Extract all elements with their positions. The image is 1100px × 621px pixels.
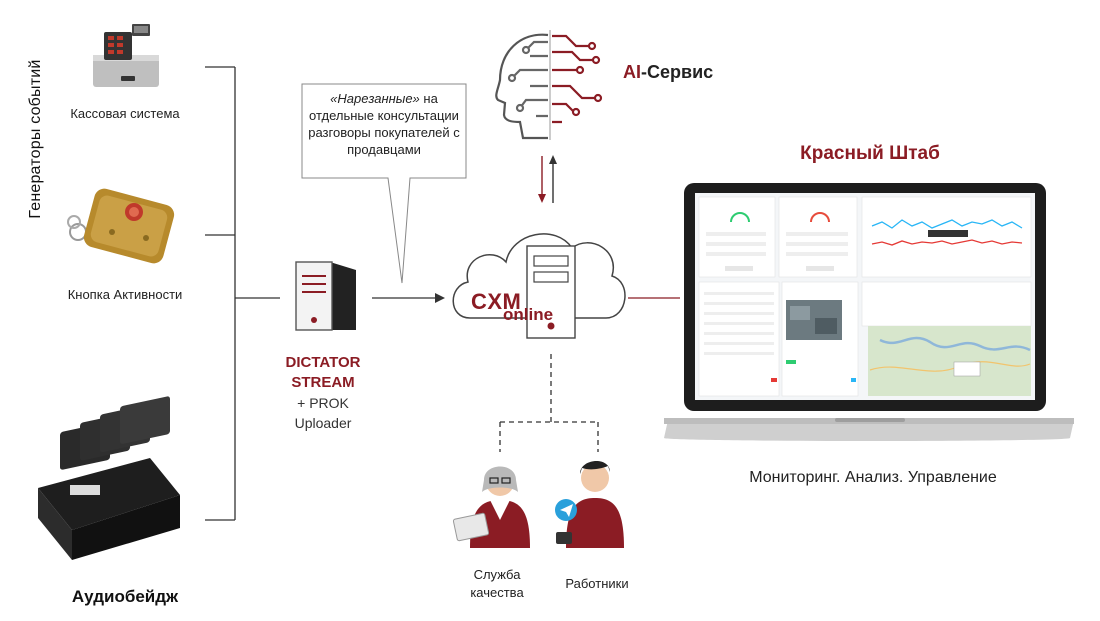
dashboard-screen	[698, 196, 1032, 397]
quality-service-person-icon	[452, 466, 530, 548]
audio-badge-label: Аудиобейдж	[71, 587, 179, 606]
workers-person-icon	[555, 460, 624, 548]
quality-service-line2: качества	[470, 585, 524, 600]
ai-cloud-arrows	[538, 155, 557, 203]
callout-emphasis: «Нарезанные»	[330, 91, 420, 106]
callout-text: «Нарезанные» на отдельные консультации р…	[306, 90, 462, 158]
cash-register-icon	[93, 24, 159, 87]
server-tower-icon	[295, 261, 356, 331]
quality-service-line1: Служба	[473, 567, 521, 582]
audio-badge-dock-icon	[38, 396, 180, 560]
sources-bracket	[205, 66, 280, 521]
server-to-cloud-arrow	[372, 293, 445, 303]
red-hq-title: Красный Штаб	[800, 143, 940, 164]
cloud-server-icon	[526, 245, 576, 339]
ai-service-prefix: AI	[623, 62, 641, 82]
cash-register-label: Кассовая система	[70, 106, 180, 121]
cxm-brand: CXM	[471, 289, 522, 314]
dictator-stream-label: DICTATOR STREAM + PROK Uploader	[268, 353, 378, 433]
ai-service-suffix: -Сервис	[641, 62, 714, 82]
activity-button-label: Кнопка Активности	[67, 287, 183, 302]
red-hq-caption: Мониторинг. Анализ. Управление	[749, 469, 997, 486]
callout-bubble	[301, 83, 467, 284]
cxm-online-brand: online	[503, 305, 554, 324]
dictator-title: DICTATOR	[285, 354, 361, 371]
workers-label: Работники	[565, 576, 629, 591]
activity-button-icon	[67, 188, 175, 264]
ai-service-label: AI-Сервис	[623, 62, 713, 83]
callout-body: на отдельные консультации разговоры поку…	[308, 91, 460, 157]
event-generators-title: Генераторы событий	[27, 59, 44, 219]
recipients-connector	[499, 354, 599, 452]
prok-uploader-label: + PROK Uploader	[294, 395, 352, 431]
ai-head-icon	[495, 30, 603, 140]
dictator-stream-title: STREAM	[291, 374, 355, 391]
quality-service-label: Служба качества	[452, 566, 542, 602]
